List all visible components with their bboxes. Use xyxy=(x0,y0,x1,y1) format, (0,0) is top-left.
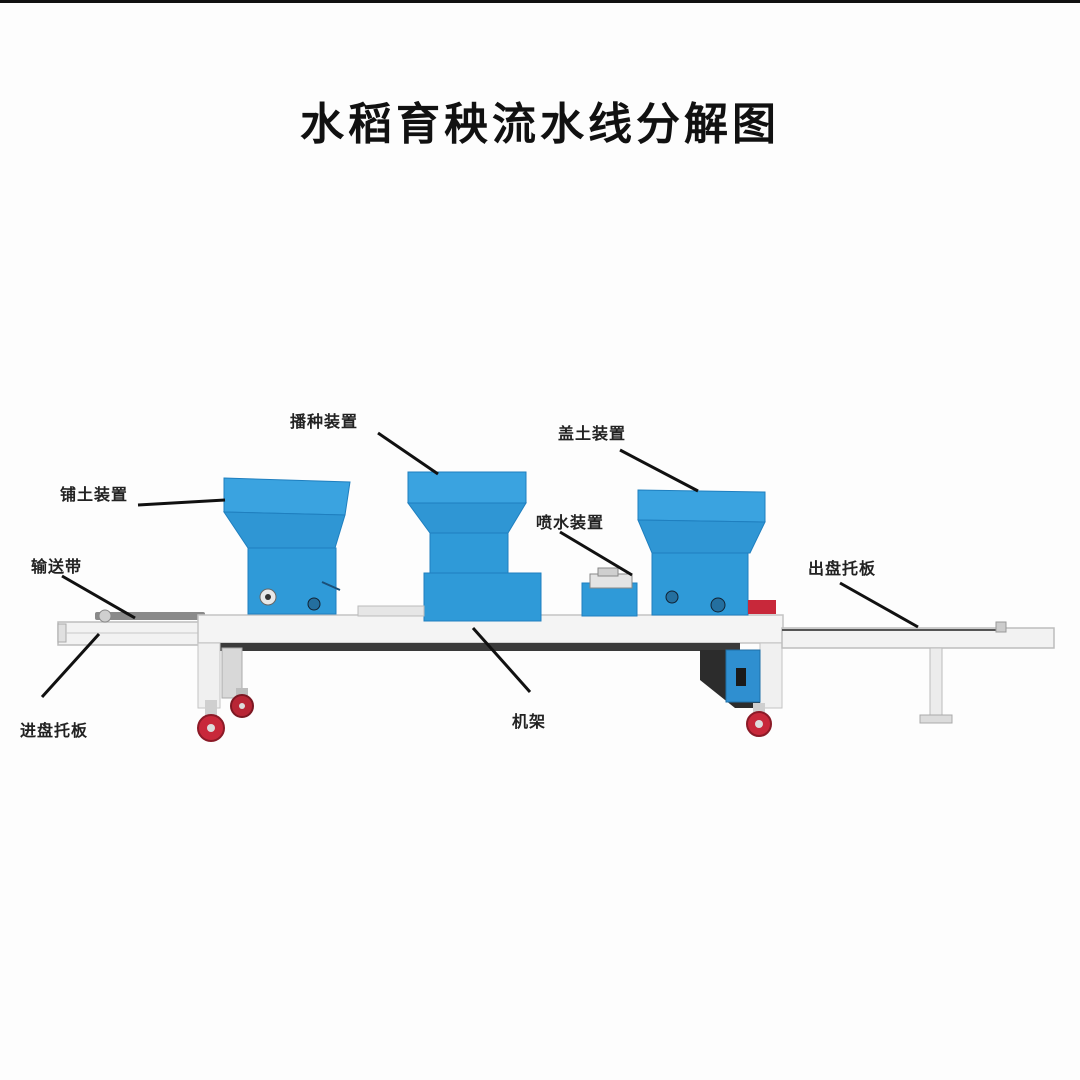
label-soil-laying-device: 铺土装置 xyxy=(60,485,129,504)
label-machine-frame: 机架 xyxy=(512,712,547,731)
label-outfeed-tray-board: 出盘托板 xyxy=(808,559,877,578)
diagram-title: 水稻育秧流水线分解图 xyxy=(300,99,780,150)
label-conveyor-belt: 输送带 xyxy=(31,557,83,576)
outfeed-tray-board xyxy=(781,621,1055,724)
caster-wheels xyxy=(197,688,772,742)
machine-frame xyxy=(197,614,784,709)
label-water-spray-device: 喷水装置 xyxy=(536,513,605,532)
label-infeed-tray-board: 进盘托板 xyxy=(20,721,89,740)
water-spray-device xyxy=(581,567,638,617)
label-seeding-device: 播种装置 xyxy=(290,412,359,431)
seeding-device xyxy=(357,471,542,622)
label-covering-soil-device: 盖土装置 xyxy=(558,424,627,443)
top-border-bar xyxy=(0,0,1080,3)
soil-laying-device xyxy=(223,477,351,615)
infeed-tray-board xyxy=(57,621,201,646)
covering-soil-device xyxy=(637,489,776,616)
conveyor-belt xyxy=(95,609,205,623)
callout-lines xyxy=(40,431,919,699)
